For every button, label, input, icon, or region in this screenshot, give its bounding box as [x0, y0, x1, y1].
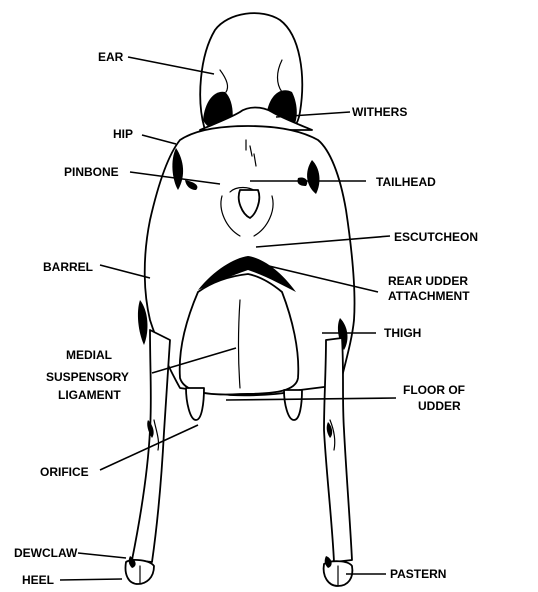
label-floor-of-udder-line1: FLOOR OF	[403, 383, 465, 397]
right-teat	[284, 390, 302, 420]
label-floor-of-udder-line2: UDDER	[418, 399, 461, 413]
label-medial-line2: SUSPENSORY	[46, 370, 129, 384]
label-withers: WITHERS	[352, 105, 407, 119]
label-thigh: THIGH	[384, 326, 421, 340]
left-teat	[186, 388, 204, 420]
label-barrel: BARREL	[43, 260, 93, 274]
label-dewclaw: DEWCLAW	[14, 546, 78, 560]
label-pastern: PASTERN	[390, 567, 446, 581]
label-pinbone: PINBONE	[64, 165, 119, 179]
right-hind-leg	[324, 338, 352, 562]
label-rear-udder-line2: ATTACHMENT	[388, 289, 470, 303]
label-orifice: ORIFICE	[40, 465, 89, 479]
label-escutcheon: ESCUTCHEON	[394, 230, 478, 244]
goat-illustration	[126, 13, 355, 586]
label-heel: HEEL	[22, 573, 54, 587]
label-hip: HIP	[113, 127, 133, 141]
label-ear: EAR	[98, 50, 124, 64]
label-medial-line1: MEDIAL	[66, 348, 112, 362]
label-tailhead: TAILHEAD	[376, 175, 436, 189]
label-medial-line3: LIGAMENT	[58, 388, 121, 402]
label-rear-udder-line1: REAR UDDER	[388, 274, 468, 288]
